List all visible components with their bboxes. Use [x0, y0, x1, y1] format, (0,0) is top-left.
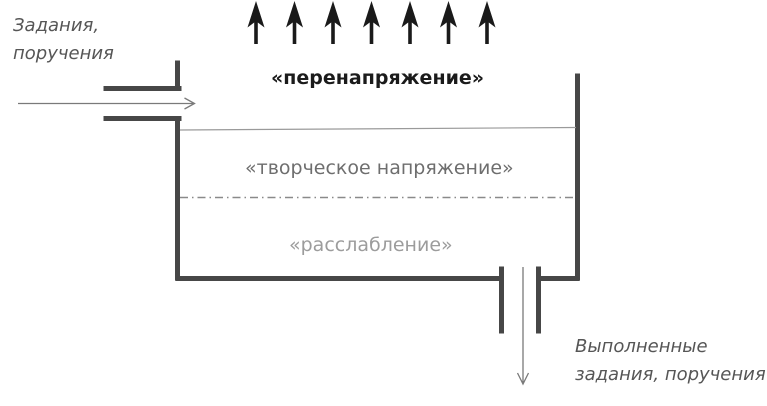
overstrain-up-arrows [247, 1, 496, 44]
inflow-label-line1: Задания, [13, 15, 100, 36]
inflow-label: Задания, поручения [13, 12, 114, 68]
up-arrow-icon [286, 1, 303, 44]
inflow-arrow-icon [18, 97, 196, 110]
up-arrow-icon [401, 1, 419, 44]
outflow-arrow-icon [516, 267, 530, 386]
tank-outline [103, 60, 580, 334]
surface-level-line [179, 126, 577, 131]
outflow-label: Выполненные задания, поручения [575, 333, 766, 389]
outflow-label-line2: задания, поручения [575, 364, 766, 385]
outflow-label-line1: Выполненные [575, 336, 708, 357]
up-arrow-icon [440, 1, 457, 44]
creative-tension-label: «творческое напряжение» [245, 157, 514, 179]
inflow-label-line2: поручения [13, 43, 114, 64]
up-arrow-icon [324, 1, 342, 44]
relaxation-label: «расслабление» [289, 234, 453, 256]
up-arrow-icon [247, 1, 265, 44]
up-arrow-icon [478, 1, 496, 44]
up-arrow-icon [363, 1, 380, 44]
overstrain-label: «перенапряжение» [271, 67, 485, 89]
